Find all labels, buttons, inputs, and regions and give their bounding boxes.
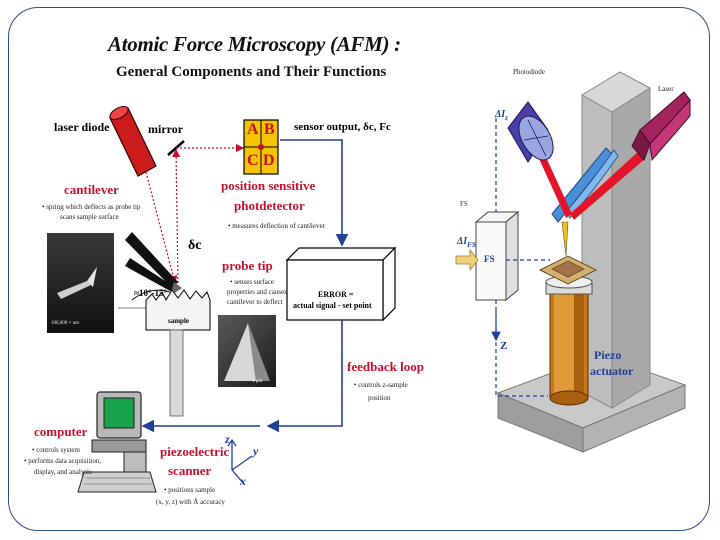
fs-box bbox=[474, 210, 520, 302]
sample-label: sample bbox=[168, 317, 189, 325]
error-line-1: ERROR = bbox=[318, 290, 354, 299]
error-box bbox=[285, 246, 397, 322]
micrograph-scale: 100,000 × um bbox=[51, 321, 79, 326]
psd-cell-d: D bbox=[263, 152, 275, 169]
computer-illustration bbox=[77, 391, 157, 493]
computer-desc-3: display, and analysis bbox=[34, 468, 92, 476]
probe-scale: 1 μm bbox=[252, 379, 263, 384]
position-sensitive-photodetector bbox=[243, 119, 279, 175]
delta-ifs-arrow bbox=[455, 248, 479, 272]
photodiode bbox=[507, 101, 554, 163]
computer-desc-1: • controls system bbox=[32, 446, 80, 454]
delta-ifs-sub: FS bbox=[467, 241, 476, 249]
xyz-axes bbox=[227, 438, 253, 485]
photodiode-label: Photodiode bbox=[513, 68, 545, 76]
scanner-title-1: piezoelectric bbox=[160, 444, 230, 459]
probe-desc-1: • senses surface bbox=[230, 278, 275, 286]
probe-tip-micrograph: 1 μm bbox=[218, 315, 276, 387]
delta-i-sub: z bbox=[505, 114, 508, 122]
delta-i-label: ΔIz bbox=[495, 109, 508, 122]
cantilever bbox=[125, 232, 182, 296]
laser-beam bbox=[145, 171, 178, 285]
psd-cell-b: B bbox=[264, 121, 275, 138]
sensor-output-label: sensor output, δc, Fc bbox=[294, 121, 391, 133]
sample-stage bbox=[538, 255, 598, 285]
right-diagram bbox=[455, 71, 691, 453]
delta-c-label: δc bbox=[188, 238, 202, 253]
laser-diode bbox=[109, 106, 157, 177]
error-line-2: actual signal - set point bbox=[293, 301, 372, 310]
scanner-title-2: scanner bbox=[168, 463, 212, 478]
psd-title-1: position sensitive bbox=[221, 178, 316, 193]
diagram-title: Atomic Force Microscopy (AFM) : bbox=[108, 32, 401, 56]
feedback-loop-path bbox=[266, 320, 343, 433]
laser-diode-label: laser diode bbox=[54, 120, 110, 134]
cantilever-micrograph: 100,000 × um bbox=[47, 233, 114, 333]
z-label: Z bbox=[500, 340, 508, 352]
axis-z: z bbox=[225, 432, 230, 446]
axis-y: y bbox=[253, 444, 259, 458]
left-diagram bbox=[77, 106, 397, 493]
computer-desc-2: • performs data acquisition, bbox=[24, 457, 102, 465]
laser-beam-in bbox=[570, 150, 646, 220]
piezo-label-1: Piezo bbox=[594, 348, 622, 362]
laser-beam-out bbox=[535, 144, 572, 218]
delta-ifs-text: ΔI bbox=[457, 236, 468, 247]
angle-label: ≈10°-15° bbox=[134, 288, 168, 298]
piezo-label-2: actuator bbox=[590, 364, 634, 378]
fs-side-label: FS bbox=[460, 200, 468, 208]
delta-i-text: ΔI bbox=[495, 109, 506, 120]
probe-desc-2: properties and causes bbox=[227, 288, 287, 296]
laser-label: Laser bbox=[658, 85, 674, 93]
cantilever-desc-1: • spring which deflects as probe tip bbox=[42, 203, 141, 211]
psd-desc: • measures deflection of cantilever bbox=[228, 222, 325, 230]
scanner-desc-1: • positions sample bbox=[164, 486, 216, 494]
probe-desc-3: cantilever to deflect bbox=[227, 298, 283, 306]
feedback-desc-2: position bbox=[368, 394, 391, 402]
computer-title: computer bbox=[34, 424, 88, 439]
sample bbox=[145, 289, 211, 331]
axis-x: x bbox=[240, 474, 246, 488]
piezo-column bbox=[169, 329, 184, 417]
feedback-loop-title: feedback loop bbox=[347, 359, 424, 374]
feedback-desc-1: • controls z-sample bbox=[354, 381, 408, 389]
cantilever-desc-2: scans sample surface bbox=[60, 213, 119, 221]
probe-tip-title: probe tip bbox=[222, 258, 273, 273]
laser-source bbox=[631, 91, 691, 162]
diagram-subtitle: General Components and Their Functions bbox=[116, 64, 387, 80]
psd-title-2: photdetector bbox=[234, 198, 305, 213]
psd-cell-a: A bbox=[247, 121, 259, 138]
fs-box-label: FS bbox=[484, 254, 495, 264]
scanner-desc-2: (x, y, z) with Å accuracy bbox=[156, 498, 225, 506]
psd-cell-c: C bbox=[247, 152, 259, 169]
piezo-actuator bbox=[545, 275, 593, 406]
cantilever-title: cantilever bbox=[64, 182, 119, 197]
delta-ifs-label: ΔIFS bbox=[457, 236, 476, 249]
mirror-label: mirror bbox=[148, 122, 184, 136]
sensor-output-path bbox=[280, 139, 349, 247]
